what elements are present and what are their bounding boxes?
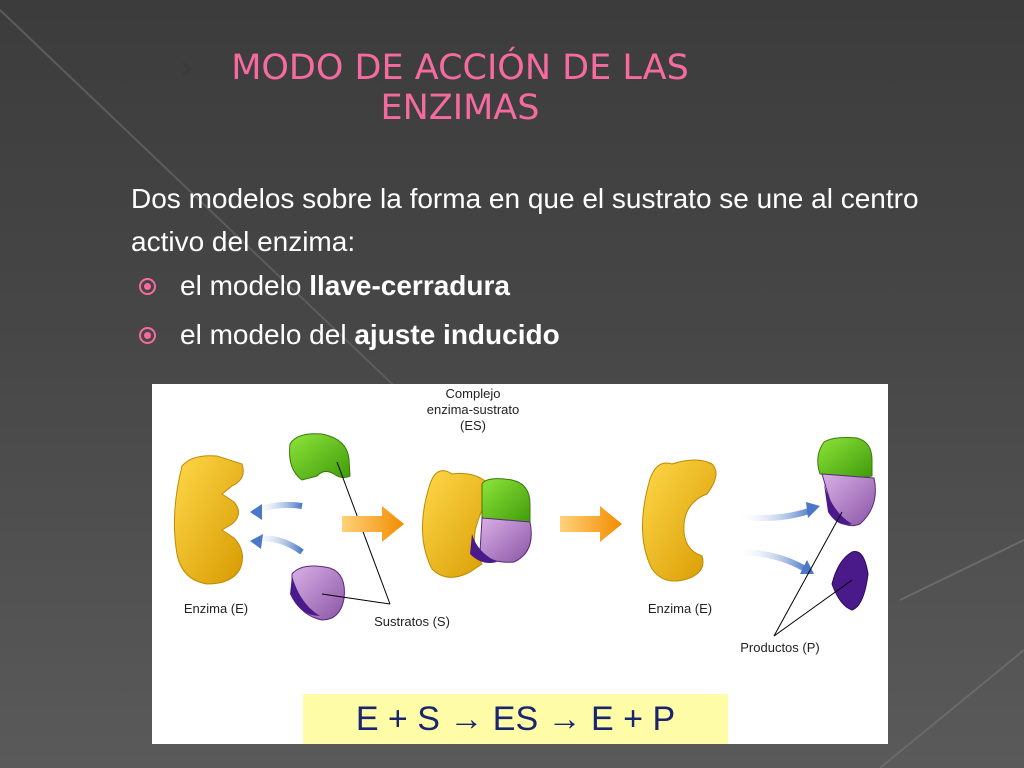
enzyme-substrate-complex-shape [422,470,532,578]
enzyme-right-label: Enzima (E) [647,601,713,616]
substrates-label: Sustratos (S) [374,614,450,629]
product-purple-shape [831,550,869,611]
complex-label-line2: enzima-sustrato [426,402,520,417]
enzyme-left-shape [173,455,244,585]
equation-box: E + S → ES → E + P [303,694,728,744]
complex-label-line1: Complejo [445,386,501,401]
products-label: Productos (P) [740,640,820,655]
bullet-icon [139,277,156,295]
bullet-lock-key: el modelo llave-cerradura [131,266,510,306]
enzyme-left-label: Enzima (E) [183,601,249,616]
bullet-text: el modelo [180,270,302,301]
reaction-equation: E + S → ES → E + P [355,700,676,738]
enzyme-diagram: Complejo enzima-sustrato (ES) Enzima (E)… [152,384,888,744]
bullet-icon [139,326,156,344]
substrate-purple-shape [290,565,345,621]
slide-title: MODO DE ACCIÓN DE LAS ENZIMAS [231,48,689,128]
bullet-text: el modelo del [180,319,347,350]
diagram-graphics [173,433,876,637]
bullet-induced-fit: el modelo del ajuste inducido [131,315,560,355]
intro-text: Dos modelos sobre la forma en que el sus… [131,183,919,257]
bullet-bold: llave-cerradura [309,270,510,301]
substrate-green-shape [289,433,351,481]
enzyme-right-shape [642,459,717,582]
complex-label-line3: (ES) [460,418,486,433]
bullet-bold: ajuste inducido [354,319,560,350]
chevron-right-icon [182,61,193,77]
product-green-purple-shape [817,437,876,527]
